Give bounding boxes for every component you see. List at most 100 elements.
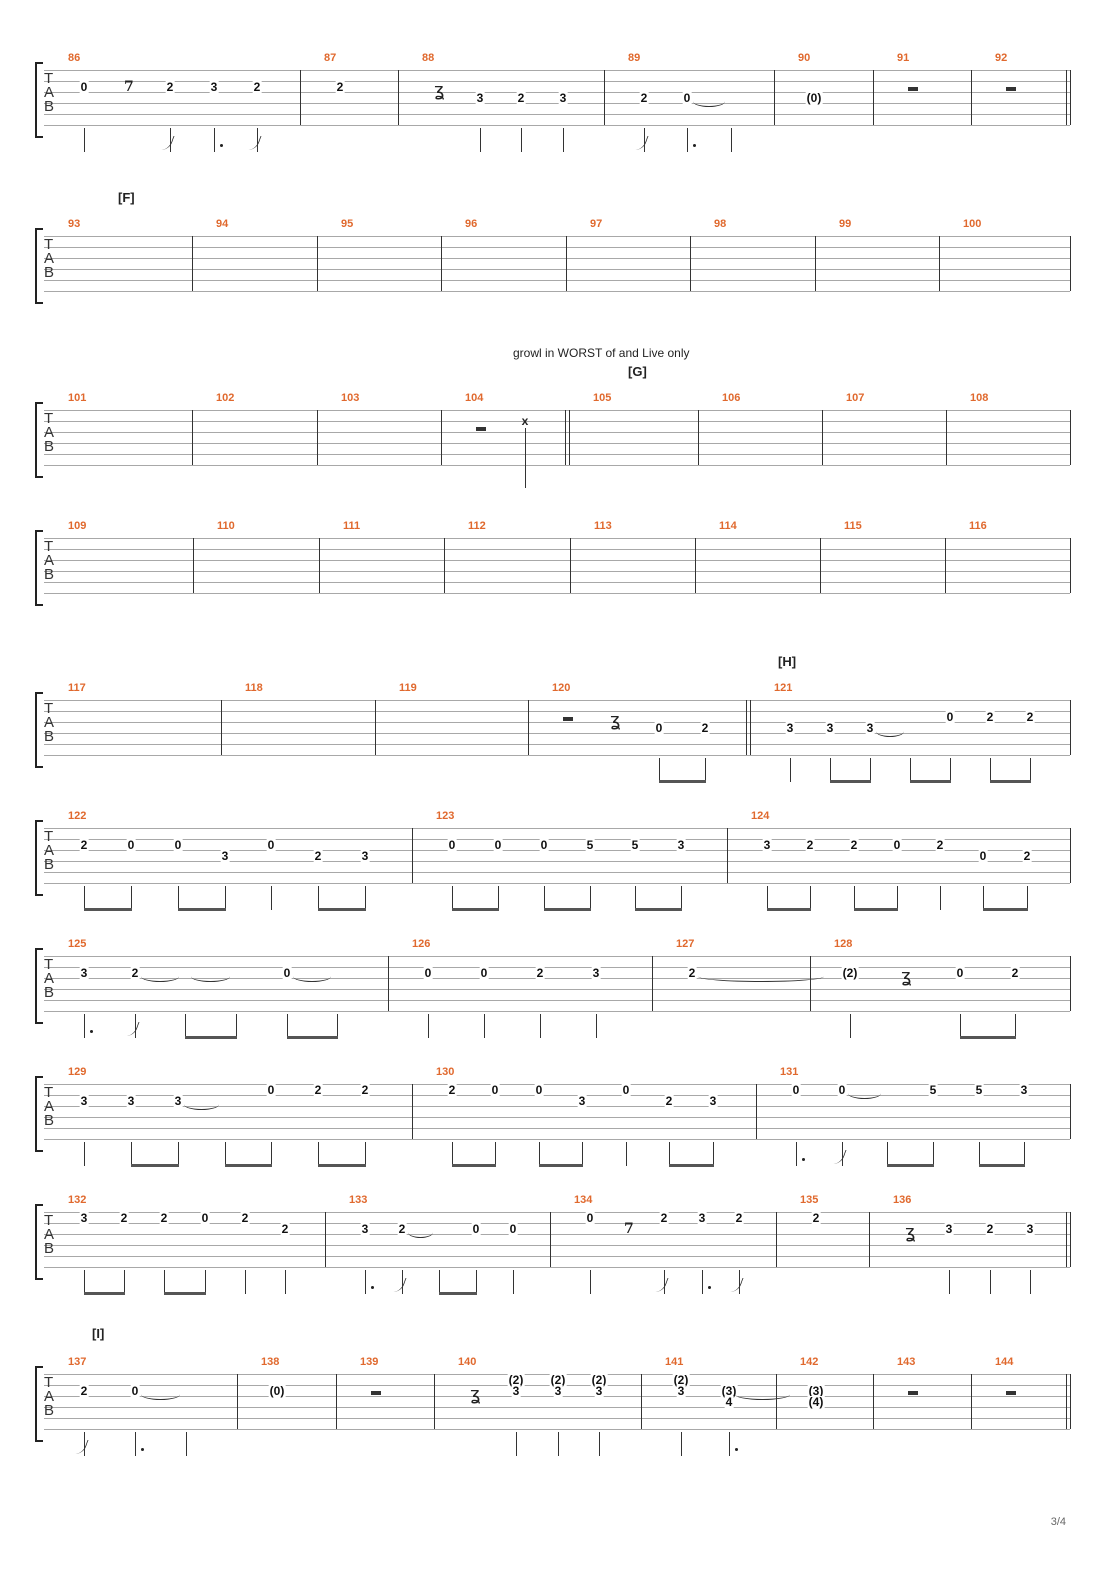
note-stem [626,1142,627,1166]
fret-number: 0 [173,838,183,852]
fret-number: (2) [672,1373,690,1387]
fret-number: 0 [682,91,692,105]
eighth-flag [832,1150,847,1164]
fret-number: 5 [974,1083,984,1097]
barline [444,538,445,593]
note-stem [887,1142,888,1166]
staff-line [44,1139,1070,1140]
staff-line [44,839,1070,840]
fret-number: 2 [313,849,323,863]
half-rest [908,1391,918,1395]
tie-arc [848,1088,881,1099]
measure-number: 107 [846,392,865,404]
system-bracket [35,228,43,304]
note-stem [1024,1142,1025,1166]
barline [641,1374,642,1429]
system-bracket [35,692,43,768]
note-stem [84,1270,85,1294]
measure-number: 99 [839,218,852,230]
staff-line [44,733,1070,734]
staff-line [44,465,1070,466]
note-stem [664,1270,665,1294]
note-stem [897,886,898,910]
note-stem [164,1270,165,1294]
barline [695,538,696,593]
note-stem [480,128,481,152]
measure-number: 93 [68,218,81,230]
tie-arc [693,96,725,107]
measure-number: 131 [780,1066,799,1078]
note-stem [983,886,984,910]
barline [192,236,193,291]
staff-line [44,1267,1070,1268]
note-stem [365,1142,366,1166]
quarter-rest: ʓ [901,966,912,987]
staff-line [44,1084,1070,1085]
half-rest [371,1391,381,1395]
tab-clef-letter: A [44,250,55,267]
note-stem [949,1270,950,1294]
tie-arc [698,971,824,982]
barline [1070,956,1071,1011]
note-stem [854,886,855,910]
staff-line [44,711,1070,712]
measure-number: 98 [714,218,727,230]
beam [767,908,811,911]
staff-line [44,1117,1070,1118]
measure-number: 116 [969,520,987,532]
half-rest [1006,87,1016,91]
staff-line [44,258,1070,259]
half-rest [476,427,486,431]
measure-number: 134 [574,1194,593,1206]
note-stem [540,1014,541,1038]
system-bracket [35,820,43,896]
double-barline [565,410,566,465]
barline [815,236,816,291]
staff-line [44,432,1070,433]
measure-number: 137 [68,1356,87,1368]
measure-number: 125 [68,938,87,950]
beam [318,1164,366,1167]
fret-number: (0) [268,1384,286,1398]
staff-line [44,70,1070,71]
half-rest [563,717,573,721]
staff-line [44,744,1070,745]
fret-number: 5 [585,838,595,852]
beam [452,908,499,911]
barline [317,410,318,465]
beam [178,908,226,911]
beam [225,1164,272,1167]
duration-dot [371,1286,374,1289]
note-stem [452,1142,453,1166]
eighth-flag [125,1022,140,1036]
barline [441,236,442,291]
barline [336,1374,337,1429]
measure-number: 122 [68,810,87,822]
staff-line [44,828,1070,829]
barline [810,956,811,1011]
tab-clef-letter: B [44,438,55,455]
beam [287,1036,338,1039]
fret-number: 3 [865,721,875,735]
note-stem [402,1270,403,1294]
measure-number: 90 [798,52,811,64]
note-stem [842,1142,843,1166]
fret-number: 5 [630,838,640,852]
system-bracket [35,948,43,1024]
note-stem [495,1142,496,1166]
staff-line [44,114,1070,115]
barline [1070,236,1071,291]
duration-dot [220,144,223,147]
note-stem [525,428,526,488]
note-stem [990,758,991,782]
staff-line [44,593,1070,594]
measure-number: 111 [343,520,361,532]
barline [412,1084,413,1139]
measure-number: 96 [465,218,478,230]
fret-number: 3 [79,966,89,980]
staff-line [44,269,1070,270]
fret-number: 0 [490,1083,500,1097]
note-stem [796,1142,797,1166]
note-stem [713,1142,714,1166]
measure-number: 109 [68,520,87,532]
